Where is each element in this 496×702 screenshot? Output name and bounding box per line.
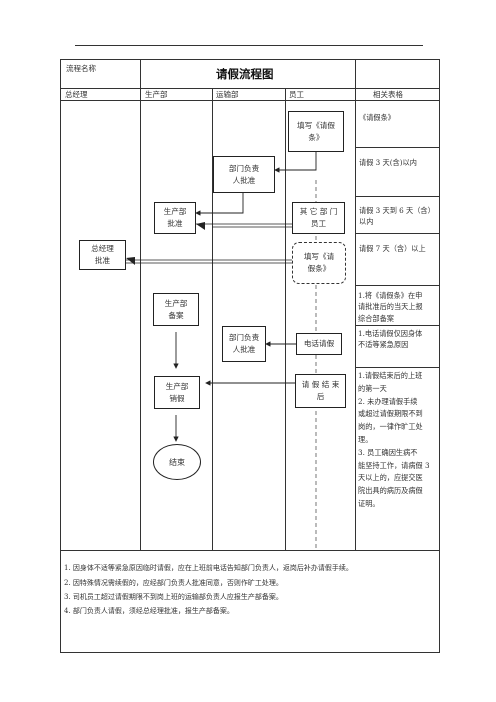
form-divider-2 xyxy=(355,196,440,197)
form-within-3-days: 请假 3 天(含)以内 xyxy=(359,158,417,167)
form-3-to-6-days: 请假 3 天到 6 天（含） 以内 xyxy=(359,206,435,227)
production-filing-box: 生产部 备案 xyxy=(153,293,199,326)
other-dept-staff-box: 其 它 部 门 员工 xyxy=(292,202,345,234)
page-title: 请假流程图 xyxy=(216,67,274,81)
col-forms: 相关表格 xyxy=(373,90,403,99)
form-divider-3 xyxy=(355,233,440,234)
leave-end-box: 请 假 结 束 后 xyxy=(295,374,346,408)
col-transport: 运输部 xyxy=(216,90,239,99)
fill-leave-form-dashed-box: 填写《请 假条》 xyxy=(292,242,346,284)
header-row-divider xyxy=(60,88,440,89)
gm-approval-box: 总经理 批准 xyxy=(79,240,126,270)
form-leave-slip: 《请假条》 xyxy=(359,113,395,122)
form-7-days-plus: 请假 7 天（含）以上 xyxy=(359,244,426,253)
production-approval-box: 生产部 批准 xyxy=(154,202,196,234)
form-divider-1 xyxy=(355,147,440,148)
col-divider-2 xyxy=(212,88,213,550)
form-filing-note: 1.将《请假条》在申 请批准后的当天上报 综合部备案 xyxy=(358,291,423,323)
notes-divider xyxy=(60,550,440,551)
fill-leave-form-box: 填写《请假 条》 xyxy=(288,111,344,152)
dept-head-approval-2-box: 部门负责 人批准 xyxy=(222,326,266,362)
note-1: 1. 因身体不适等紧急原因临时请假，应在上班前电话告知部门负责人，返岗后补办请假… xyxy=(64,564,353,572)
form-phone-note: 1.电话请假仅因身体 不适等紧急原因 xyxy=(358,329,423,350)
form-return-rules: 1.请假结束后的上班 的第一天 2. 未办理请假手续 或超过请假期限不到 岗的，… xyxy=(358,371,430,508)
end-node: 结束 xyxy=(153,444,201,480)
col-staff: 员工 xyxy=(289,90,304,99)
col-production: 生产部 xyxy=(145,90,168,99)
col-divider-4 xyxy=(355,59,356,550)
process-name-label: 流程名称 xyxy=(66,64,96,73)
dept-head-approval-box: 部门负责 人批准 xyxy=(213,156,275,193)
form-divider-4 xyxy=(355,285,440,286)
col-divider-1 xyxy=(140,59,141,550)
column-header-divider xyxy=(60,100,440,101)
top-rule xyxy=(75,45,423,46)
note-4: 4. 部门负责人请假，须经总经理批准，报生产部备案。 xyxy=(64,607,234,615)
note-3: 3. 司机员工超过请假期限不到岗上班的运输部负责人应报生产部备案。 xyxy=(64,593,283,601)
form-divider-6 xyxy=(355,367,440,368)
process-table xyxy=(60,59,440,653)
col-divider-3 xyxy=(285,88,286,550)
phone-leave-box: 电话请假 xyxy=(296,333,342,355)
col-gm: 总经理 xyxy=(65,90,88,99)
note-2: 2. 因特殊情况需续假的，应经部门负责人批准同意，否则作旷工处理。 xyxy=(64,579,283,587)
production-cancel-box: 生产部 销假 xyxy=(154,376,200,409)
form-divider-5 xyxy=(355,325,440,326)
